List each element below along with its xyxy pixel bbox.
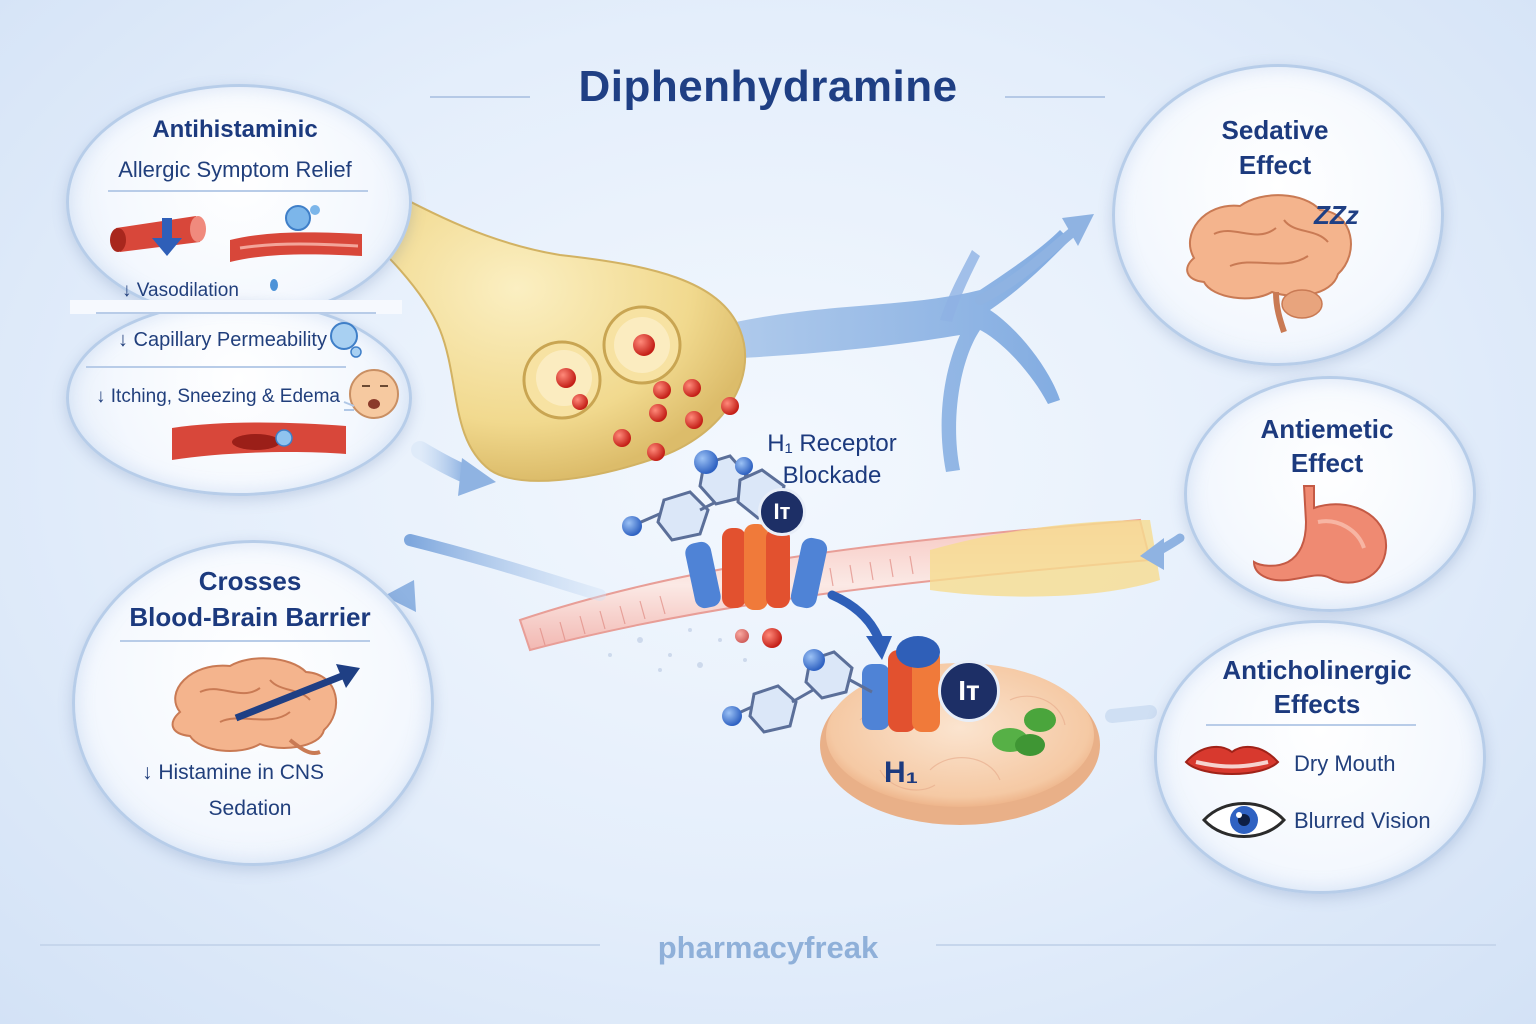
h1-receptor-membrane	[685, 524, 828, 610]
organelle	[1024, 708, 1056, 732]
histamine-molecule	[572, 394, 588, 410]
sedative-heading-line1: Sedative	[1221, 115, 1329, 145]
vasodilation-illustration	[110, 205, 362, 291]
histamine-molecule	[721, 397, 739, 415]
eye-icon	[1202, 802, 1286, 838]
antihistaminic-subheading: Allergic Symptom Relief	[118, 157, 352, 182]
sedation-item: Sedation	[208, 797, 292, 820]
panel-joint	[70, 300, 402, 314]
drug-badge-cell: Iт	[938, 660, 1000, 722]
histamine-molecule	[685, 411, 703, 429]
down-arrow-icon	[162, 218, 172, 240]
membrane-fat-layer	[930, 520, 1160, 597]
arrow-icon	[234, 672, 344, 722]
antihistaminic-heading: Antihistaminic	[152, 116, 318, 143]
itching-sneezing-edema-item: ↓ Itching, Sneezing & Edema	[96, 386, 340, 407]
anticholinergic-heading-line2: Effects	[1273, 689, 1361, 719]
page-title: Diphenhydramine	[578, 62, 958, 111]
molecule-atom	[722, 706, 742, 726]
blockade-arrow	[827, 590, 885, 647]
separator	[96, 312, 376, 314]
dry-mouth-item: Dry Mouth	[1294, 751, 1396, 776]
arrow-to-bbb	[404, 534, 606, 601]
zzz-icon: ZZz	[1314, 200, 1359, 230]
lips-icon	[1184, 745, 1280, 775]
axon-branch-top	[940, 250, 980, 322]
histamine-molecule	[762, 628, 782, 648]
h1-cell-label: H₁	[884, 756, 919, 789]
organelle	[1015, 734, 1045, 756]
drug-badge-cell-text: Iт	[958, 675, 980, 706]
histamine-molecule	[613, 429, 631, 447]
separator	[108, 190, 368, 192]
receptor-label-line2: Blockade	[782, 462, 882, 489]
arrow-to-sedative	[975, 225, 1080, 305]
blurred-vision-item: Blurred Vision	[1294, 808, 1431, 833]
sedative-heading-line2: Effect	[1238, 150, 1312, 180]
antihistaminic-panel	[66, 84, 412, 320]
separator	[86, 366, 346, 368]
bubble-icon	[330, 322, 362, 358]
title-rule-left	[430, 96, 530, 98]
molecule-atom	[735, 457, 753, 475]
antiemetic-heading-line1: Antiemetic	[1260, 414, 1394, 444]
drug-badge-top: Iт	[758, 488, 806, 536]
histamine-cns-item: ↓ Histamine in CNS	[142, 761, 325, 784]
h1-receptor-cell	[862, 636, 940, 732]
bbb-heading-line1: Crosses	[198, 566, 302, 596]
water-drop-icon	[285, 205, 311, 231]
stomach-icon	[1252, 485, 1388, 584]
molecule-atom	[803, 649, 825, 671]
histamine-molecule	[683, 379, 701, 397]
brain-icon	[171, 657, 360, 755]
receptor-label-line1: H₁ Receptor	[767, 430, 897, 457]
footer-rule-left	[40, 944, 600, 946]
h1-receptor-blockade-label: H₁ Receptor Blockade	[752, 428, 912, 492]
capillary-permeability-item: ↓ Capillary Permeability	[118, 329, 327, 351]
neuron-axon	[700, 230, 1070, 472]
bbb-heading-line2: Blood-Brain Barrier	[129, 602, 371, 632]
histamine-molecule	[633, 334, 655, 356]
arrow-from-anticholinergic	[1105, 705, 1157, 723]
antiemetic-heading-line2: Effect	[1290, 448, 1364, 478]
sneezing-face-icon	[343, 369, 399, 419]
histamine-molecule	[556, 368, 576, 388]
histamine-molecule	[647, 443, 665, 461]
anticholinergic-heading-line1: Anticholinergic	[1222, 655, 1412, 685]
footer-brand: pharmacyfreak	[657, 930, 879, 965]
footer-rule-right	[936, 944, 1496, 946]
histamine-molecule	[653, 381, 671, 399]
drug-badge-top-text: Iт	[773, 499, 791, 524]
molecule-atom	[622, 516, 642, 536]
histamine-molecule	[649, 404, 667, 422]
edema-vessel-illustration	[172, 422, 346, 460]
separator	[1206, 724, 1416, 726]
molecule-atom	[694, 450, 718, 474]
sleeping-brain-icon	[1186, 194, 1352, 333]
separator	[120, 640, 370, 642]
vasodilation-item: ↓ Vasodilation	[122, 280, 239, 301]
histamine-molecule	[735, 629, 749, 643]
title-rule-right	[1005, 96, 1105, 98]
